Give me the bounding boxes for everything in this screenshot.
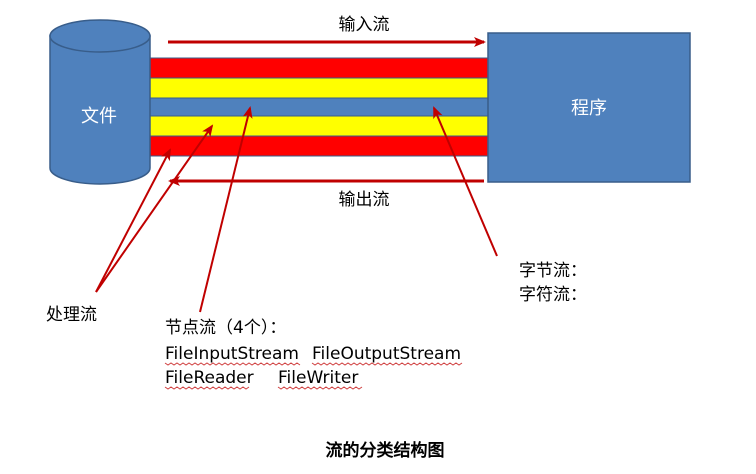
input-stream-label: 输入流 [339,15,390,35]
file-label: 文件 [81,106,117,127]
pipe-band-red-top [147,57,491,79]
output-stream-label: 输出流 [339,190,390,210]
processing-arrow-2 [95,124,214,293]
node-streams: 节点流（4个）： FileInputStream FileOutputStrea… [164,318,463,390]
byte-char-streams: 字节流： 字符流： [519,261,587,305]
program-label: 程序 [571,98,607,119]
processing-arrow-1 [95,148,171,293]
file-output-stream-label: FileOutputStream [312,344,461,364]
output-stream: 输出流 [168,176,484,210]
diagram-caption: 流的分类结构图 [326,440,445,461]
file-input-stream-label: FileInputStream [165,344,299,364]
stream-pipe [147,57,491,157]
char-stream-label: 字符流： [519,285,587,305]
input-stream: 输入流 [168,15,486,47]
squiggle-file-writer [277,386,363,390]
squiggle-file-reader [164,386,250,390]
program-box-rect [487,32,691,183]
file-cylinder: 文件 [49,19,151,185]
node-streams-title: 节点流（4个）： [165,318,286,338]
program-box: 程序 [487,32,691,183]
pointer-arrows [95,106,498,313]
pipe-band-blue-middle [147,97,491,117]
file-cylinder-body [49,35,151,185]
squiggle-file-output-stream [311,362,463,366]
pipe-band-red-bottom [147,135,491,157]
pipe-band-yellow-top [147,77,491,99]
byte-stream-label: 字节流： [519,261,587,281]
byte-char-stream-arrow [433,106,498,257]
file-cylinder-top [49,19,151,53]
squiggle-file-input-stream [164,362,301,366]
node-stream-arrow [199,106,253,313]
file-reader-label: FileReader [165,368,254,388]
processing-stream-label: 处理流 [46,305,97,325]
file-writer-label: FileWriter [278,368,358,388]
